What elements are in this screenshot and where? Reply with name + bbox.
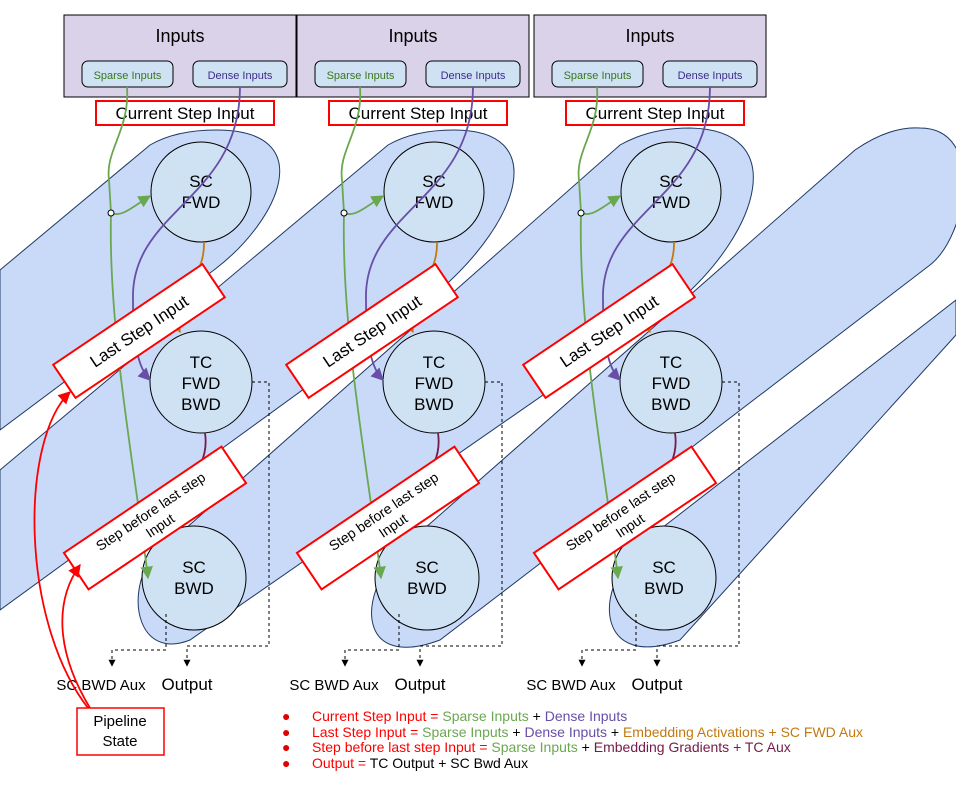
legend-text-segment: + bbox=[607, 723, 623, 740]
current-step-input-label: Current Step Input bbox=[586, 104, 725, 123]
dense-inputs-label: Dense Inputs bbox=[678, 70, 743, 82]
sc-fwd-label-line2: FWD bbox=[182, 193, 221, 212]
legend-text-segment: Step before last step Input = bbox=[312, 739, 492, 755]
legend-text-segment: + bbox=[577, 739, 594, 755]
sc-bwd-label-line2: BWD bbox=[174, 579, 214, 598]
pipeline-state-arrow-upper bbox=[33, 391, 89, 709]
legend-bullet: ● bbox=[282, 754, 291, 771]
legend-item: ● Step before last step Input = Sparse In… bbox=[282, 739, 863, 756]
legend-text-segment: Sparse Inputs bbox=[491, 739, 578, 755]
last-step-input-box bbox=[521, 262, 697, 400]
tc-label-line1: TC bbox=[660, 353, 683, 372]
step-before-last-input-box bbox=[295, 445, 481, 591]
sparse-inputs-label: Sparse Inputs bbox=[94, 70, 162, 82]
inputs-title: Inputs bbox=[388, 26, 437, 46]
last-step-input-box bbox=[51, 262, 227, 400]
sc-fwd-label-line2: FWD bbox=[652, 193, 691, 212]
legend-bullet: ● bbox=[282, 723, 291, 740]
pipeline-state-label-line1: Pipeline bbox=[93, 713, 146, 730]
inputs-title: Inputs bbox=[625, 26, 674, 46]
sc-fwd-label-line1: SC bbox=[659, 172, 683, 191]
sc-bwd-label-line2: BWD bbox=[407, 579, 447, 598]
legend: ● Current Step Input = Sparse Inputs + De… bbox=[282, 708, 864, 772]
sparse-inputs-label: Sparse Inputs bbox=[327, 70, 395, 82]
sc-bwd-aux-label: SC BWD Aux bbox=[56, 677, 146, 694]
step-before-last-input-box bbox=[532, 445, 718, 591]
tc-label-line3: BWD bbox=[181, 395, 221, 414]
sparse-split-point bbox=[577, 209, 585, 217]
tc-label-line2: FWD bbox=[652, 374, 691, 393]
sc-bwd-label-line2: BWD bbox=[644, 579, 684, 598]
sc-bwd-aux-arrow bbox=[578, 614, 637, 667]
legend-text-segment: + bbox=[528, 708, 545, 724]
pipeline-state-label-line2: State bbox=[102, 733, 137, 750]
sparse-to-sc-fwd-arrow bbox=[340, 86, 385, 215]
legend-item: ● Output = TC Output + SC Bwd Aux bbox=[282, 754, 863, 772]
legend-item: ● Current Step Input = Sparse Inputs + De… bbox=[282, 708, 863, 725]
dense-to-tc-arrow bbox=[602, 86, 711, 381]
sc-bwd-label-line1: SC bbox=[182, 558, 206, 577]
tc-label-line1: TC bbox=[190, 353, 213, 372]
sc-fwd-label-line1: SC bbox=[189, 172, 213, 191]
legend-text-segment: Output = bbox=[312, 754, 370, 771]
legend-text-segment: Sparse Inputs bbox=[422, 723, 509, 740]
sparse-inputs-label: Sparse Inputs bbox=[564, 70, 632, 82]
output-label: Output bbox=[631, 675, 682, 694]
inputs-title: Inputs bbox=[155, 26, 204, 46]
tc-label-line3: BWD bbox=[651, 395, 691, 414]
sparse-split-point bbox=[107, 209, 115, 217]
legend-text-segment: Sparse Inputs bbox=[442, 708, 529, 724]
sc-bwd-aux-label: SC BWD Aux bbox=[526, 677, 616, 694]
sparse-to-sc-fwd-arrow bbox=[577, 86, 622, 215]
tc-label-line2: FWD bbox=[415, 374, 454, 393]
dense-inputs-label: Dense Inputs bbox=[208, 70, 273, 82]
sc-fwd-label-line1: SC bbox=[422, 172, 446, 191]
legend-item: ● Last Step Input = Sparse Inputs + Dense… bbox=[282, 723, 864, 741]
sparse-split-point bbox=[340, 209, 348, 217]
dense-to-tc-arrow bbox=[365, 86, 474, 381]
legend-text-segment: Last Step Input = bbox=[312, 723, 423, 740]
legend-text-segment: Embedding Gradients + TC Aux bbox=[593, 739, 791, 755]
sc-fwd-node bbox=[620, 141, 722, 243]
legend-text-segment: TC Output + SC Bwd Aux bbox=[369, 754, 529, 771]
sc-fwd-node bbox=[383, 141, 485, 243]
tc-label-line2: FWD bbox=[182, 374, 221, 393]
pipeline-state-arrow-lower bbox=[61, 563, 91, 709]
dense-to-tc-arrow bbox=[132, 86, 241, 381]
legend-text-segment: Embedding Activations + SC FWD Aux bbox=[622, 723, 864, 740]
output-label: Output bbox=[394, 675, 445, 694]
dense-inputs-label: Dense Inputs bbox=[441, 70, 506, 82]
sc-fwd-node bbox=[150, 141, 252, 243]
sc-bwd-aux-arrow bbox=[341, 614, 400, 667]
tc-label-line1: TC bbox=[423, 353, 446, 372]
sc-bwd-aux-arrow bbox=[108, 614, 167, 667]
sc-bwd-label-line1: SC bbox=[652, 558, 676, 577]
legend-text-segment: Dense Inputs bbox=[544, 708, 628, 724]
pipeline-state-callout: Pipeline State bbox=[33, 391, 165, 756]
pipeline-state-box bbox=[76, 707, 165, 756]
legend-bullet: ● bbox=[282, 708, 291, 724]
legend-text-segment: Current Step Input = bbox=[312, 708, 443, 724]
legend-text-segment: + bbox=[508, 723, 525, 740]
legend-text-segment: Dense Inputs bbox=[524, 723, 608, 740]
current-step-input-label: Current Step Input bbox=[349, 104, 488, 123]
pipeline-band bbox=[0, 129, 515, 611]
sc-fwd-label-line2: FWD bbox=[415, 193, 454, 212]
tc-label-line3: BWD bbox=[414, 395, 454, 414]
sc-bwd-label-line1: SC bbox=[415, 558, 439, 577]
last-step-input-box bbox=[284, 262, 460, 400]
legend-bullet: ● bbox=[282, 739, 291, 755]
sparse-to-sc-fwd-arrow bbox=[107, 86, 152, 215]
current-step-input-label: Current Step Input bbox=[116, 104, 255, 123]
output-label: Output bbox=[161, 675, 212, 694]
sc-bwd-aux-label: SC BWD Aux bbox=[289, 677, 379, 694]
